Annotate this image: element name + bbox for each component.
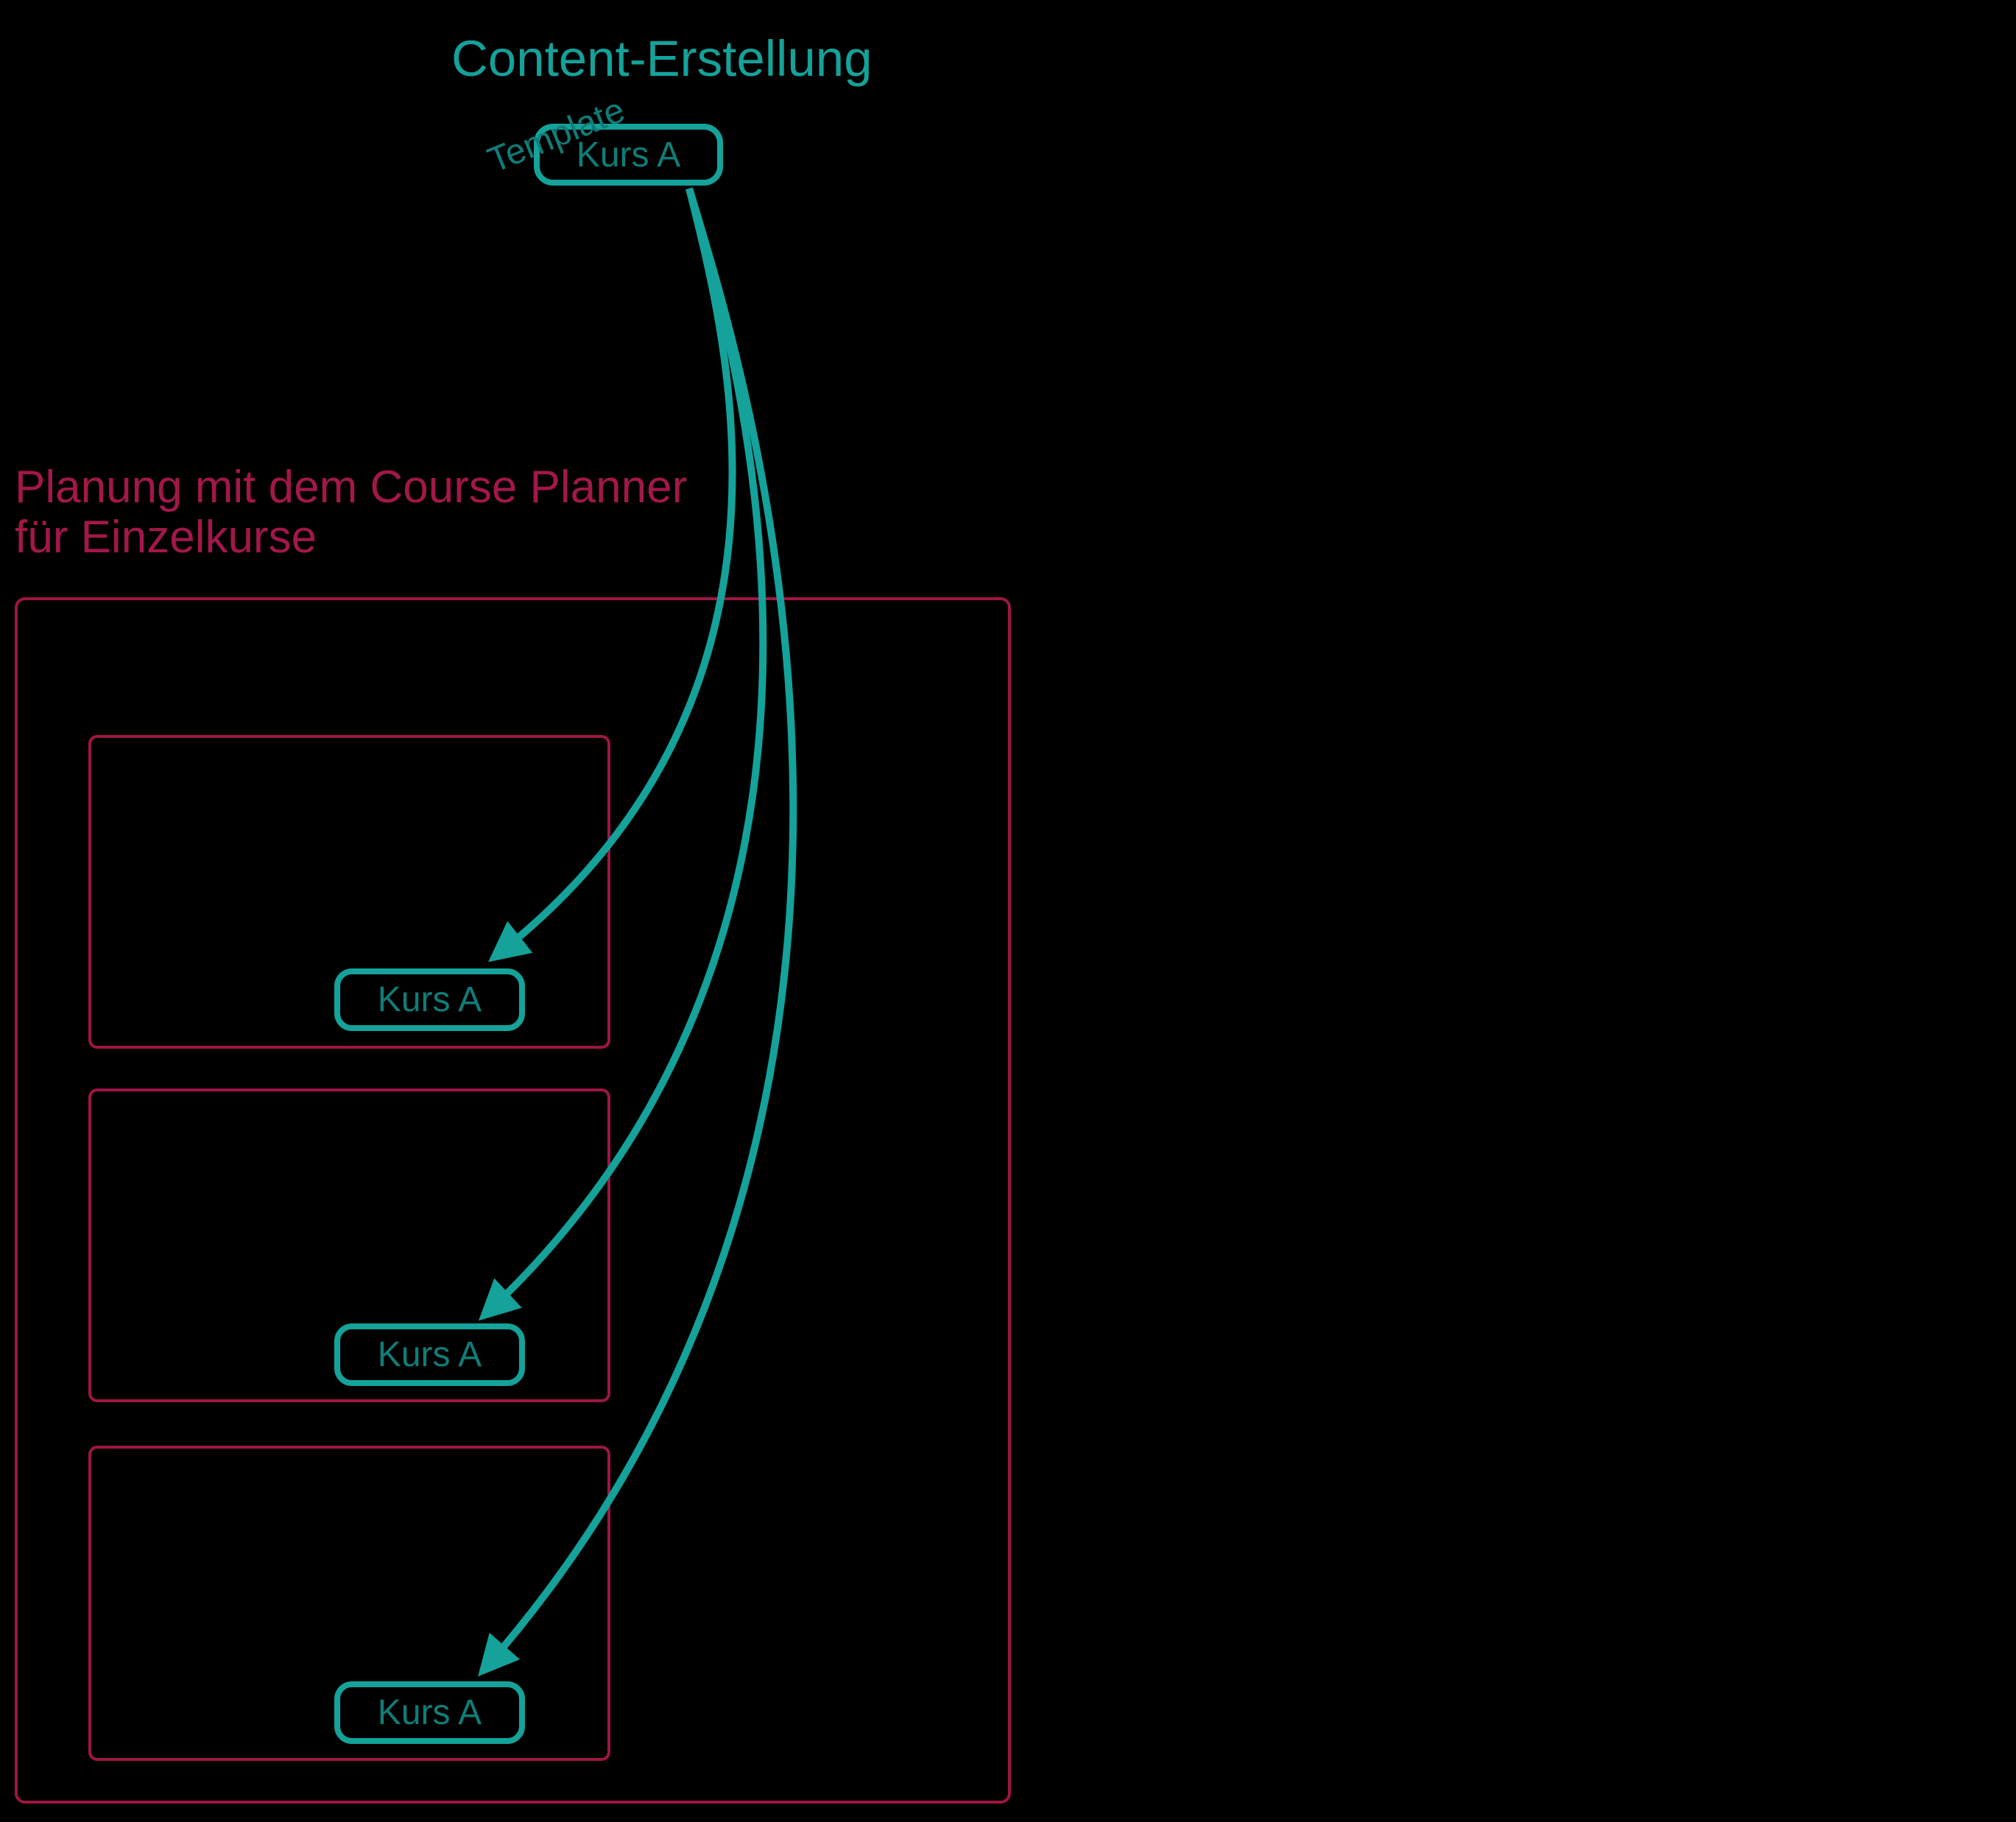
course-box-3-label: Kurs A	[377, 1693, 482, 1732]
course-box-2: Kurs A	[334, 1323, 525, 1386]
course-box-2-label: Kurs A	[377, 1335, 482, 1374]
course-slot-frame-2	[88, 1088, 610, 1402]
course-box-1: Kurs A	[334, 968, 525, 1031]
course-slot-frame-3	[88, 1446, 610, 1761]
arrow-template-to-course-1	[488, 187, 736, 963]
template-course-box: Kurs A	[534, 124, 723, 186]
planner-heading: Planung mit dem Course Planner für Einze…	[15, 462, 687, 563]
arrow-template-to-course-3	[478, 187, 797, 1677]
section-title-content-erstellung: Content-Erstellung	[451, 30, 873, 87]
course-planner-frame	[15, 597, 1011, 1804]
course-box-1-label: Kurs A	[377, 980, 482, 1019]
planner-heading-line-1: Planung mit dem Course Planner	[15, 462, 688, 513]
course-box-3: Kurs A	[334, 1681, 525, 1744]
planner-heading-line-2: für Einzelkurse	[15, 512, 317, 563]
course-slot-frame-1	[88, 735, 610, 1049]
template-course-box-label: Kurs A	[576, 135, 681, 175]
